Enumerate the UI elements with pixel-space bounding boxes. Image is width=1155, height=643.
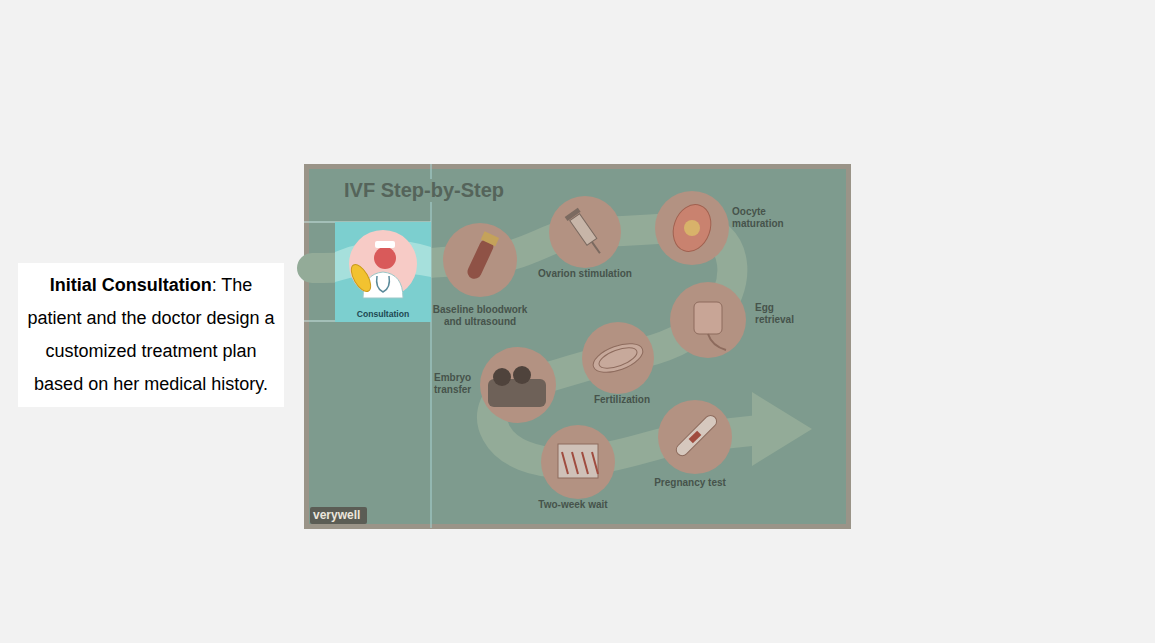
embryo-cell	[513, 366, 531, 384]
phone-icon	[347, 262, 374, 295]
watermark-plate	[310, 507, 367, 524]
calendar-mark	[592, 452, 598, 474]
step-circle-shape	[480, 347, 556, 423]
step-circle-shape	[549, 196, 621, 268]
step-label: Baseline bloodwork and ultrasound	[428, 304, 532, 328]
step-circle: Oocyte maturation	[655, 191, 729, 265]
calendar-mark	[572, 452, 578, 474]
description-box: Initial Consultation: The patient and th…	[18, 263, 284, 407]
step-circle-fill	[480, 347, 556, 423]
highlighted-step: Consultation	[335, 222, 431, 322]
step-circle-shape	[658, 400, 732, 474]
step-circle-fill	[670, 282, 746, 358]
step-circle: Egg retrieval	[670, 282, 746, 358]
doctor-head	[374, 247, 396, 269]
calendar-mark	[582, 452, 588, 474]
step-circle: Fertilization	[582, 322, 654, 394]
egg-nucleus	[684, 220, 700, 236]
step-label: Ovarion stimulation	[538, 268, 632, 280]
bag-icon	[694, 302, 722, 334]
step-label: Two-week wait	[538, 499, 607, 511]
step-label: Consultation	[335, 309, 431, 319]
stethoscope	[377, 276, 390, 292]
step-label: Embryo transfer	[434, 372, 476, 396]
step-circle-fill	[541, 425, 615, 499]
step-label: Oocyte maturation	[732, 206, 794, 230]
test-icon	[674, 413, 719, 458]
step-label: Pregnancy test	[654, 477, 726, 489]
dish-rim	[596, 344, 639, 373]
syringe-needle	[592, 242, 600, 253]
step-circle: Baseline bloodwork and ultrasound	[443, 223, 517, 297]
step-circle: Pregnancy test	[658, 400, 732, 474]
test-window	[689, 431, 702, 444]
step-circle-fill	[658, 400, 732, 474]
tile-illustration	[335, 222, 431, 322]
step-circle-fill	[549, 196, 621, 268]
highlight-line	[431, 164, 432, 528]
diagram-title: IVF Step-by-Step	[340, 179, 508, 202]
calendar-mark	[562, 452, 568, 474]
step-circle-fill	[655, 191, 729, 265]
step-circle-fill	[582, 322, 654, 394]
calendar-icon	[558, 444, 598, 478]
step-circle-shape	[670, 282, 746, 358]
step-circle-shape	[582, 322, 654, 394]
step-circle-fill	[443, 223, 517, 297]
egg-icon	[667, 199, 717, 256]
image-frame	[304, 164, 851, 529]
step-circle-shape	[655, 191, 729, 265]
step-circle-shape	[541, 425, 615, 499]
syringe-plunger	[565, 208, 581, 221]
step-label: Fertilization	[594, 394, 650, 406]
watermark: verywell	[313, 508, 360, 522]
step-circle: Two-week wait	[541, 425, 615, 499]
doctor-cap	[375, 241, 395, 248]
dish-icon	[589, 338, 646, 378]
arrow-head	[752, 392, 812, 466]
syringe-icon	[570, 214, 597, 245]
step-label: Egg retrieval	[755, 302, 801, 326]
bag-tube	[708, 334, 726, 350]
image-ground	[309, 169, 846, 524]
step-circle-shape	[443, 223, 517, 297]
step-circle: Ovarion stimulation	[549, 196, 621, 268]
tube-cap	[481, 231, 499, 246]
step-circle: Embryo transfer	[480, 347, 556, 423]
step-heading: Initial Consultation	[50, 275, 212, 295]
embryo-cell	[493, 368, 511, 386]
